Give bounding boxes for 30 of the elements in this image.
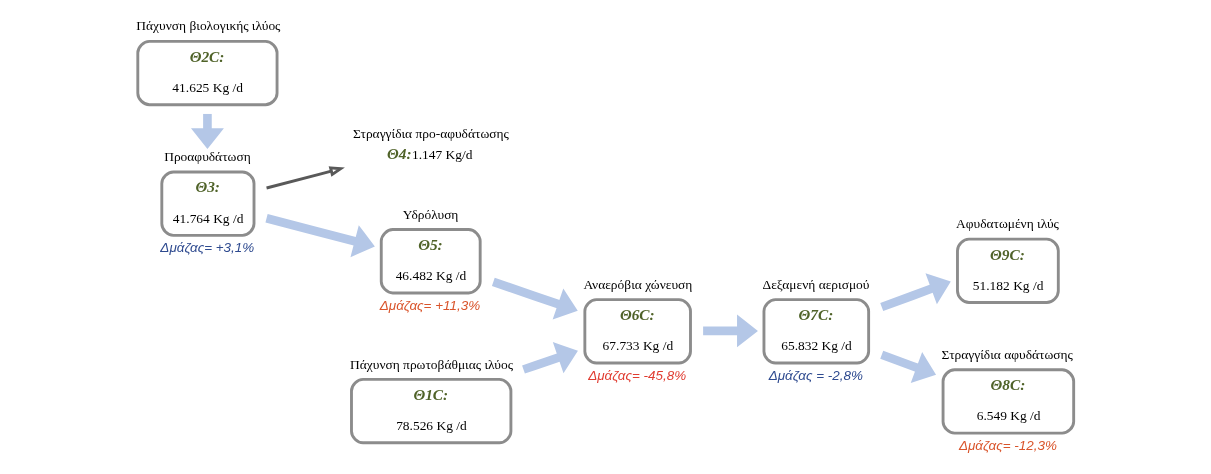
node-box: Θ3: 41.764 Kg /d [160,170,256,237]
node-box: Θ2C: 41.625 Kg /d [136,39,279,107]
node-label: Πάχυνση πρωτοβάθμιας ιλύος [350,356,514,372]
arrow [880,350,937,383]
node-box: Θ7C: 65.832 Kg /d [762,298,871,365]
node-label: Αναερόβια χώνευση [583,276,693,292]
node-box: Θ5: 46.482 Kg /d [379,228,482,295]
node-box: Θ1C: 78.526 Kg /d [350,377,513,445]
arrow [266,166,345,190]
arrow [265,214,375,258]
node-label: Πάχυνση βιολογικής ιλύος [136,18,281,34]
arrow [522,342,578,374]
arrow [190,113,224,150]
node-label: Δμάζας = -2,8% [768,368,863,384]
node-box: Θ6C: 67.733 Kg /d [583,298,692,365]
node-label: Δμάζας= -12,3% [958,438,1057,454]
node-label: Δεξαμενή αερισμού [762,276,870,292]
node-label: Δμάζας= -45,8% [588,368,687,384]
arrow [880,273,951,312]
node-label: Προαφυδάτωση [164,149,251,165]
node-label: Αφυδατωμένη ιλύς [956,216,1059,232]
node-label: Δμάζας= +3,1% [160,240,255,256]
node-box: Θ8C: 6.549 Kg /d [941,368,1076,435]
node-box: Θ9C: 51.182 Kg /d [956,237,1060,304]
node-text: Στραγγίδια προ-αφυδάτωσης Θ4:1.147 Kg/d [352,126,509,162]
arrow [491,277,578,320]
arrow [703,314,758,348]
node-label: Στραγγίδια αφυδάτωσης [941,346,1073,362]
node-label: Δμάζας= +11,3% [379,297,481,313]
node-label: Υδρόλυση [402,206,459,222]
